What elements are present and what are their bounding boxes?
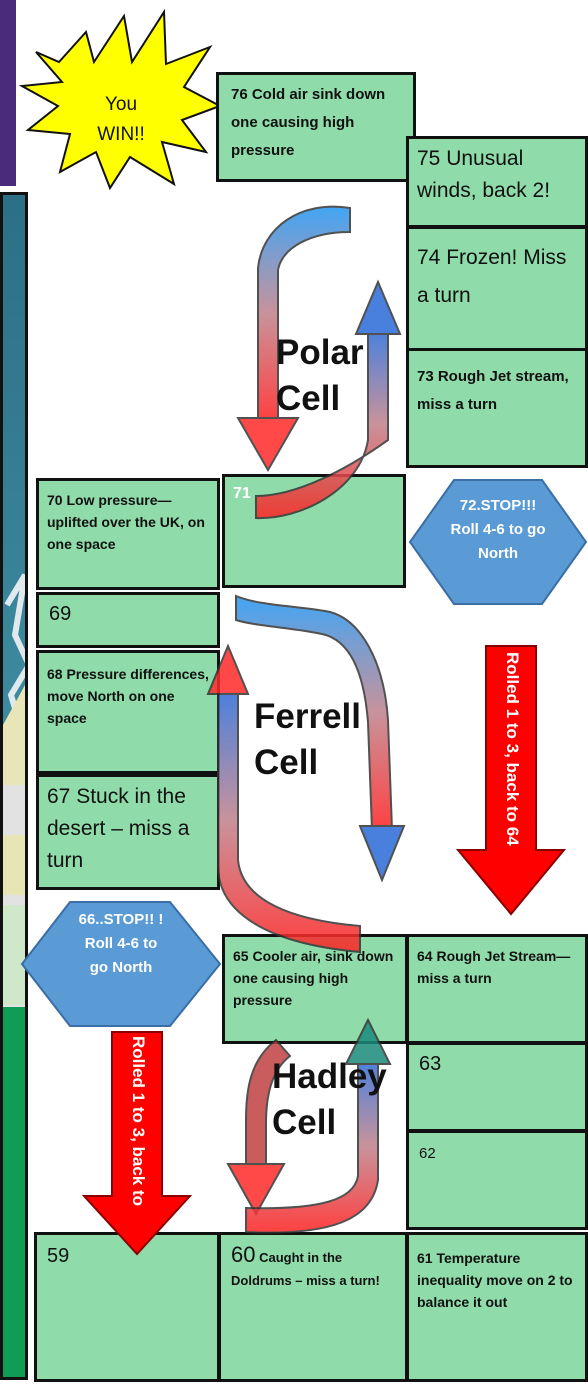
square-65: 65 Cooler air, sink down one causing hig… [222, 934, 408, 1044]
square-62: 62 [406, 1130, 588, 1230]
right-back-arrow: Rolled 1 to 3, back to 64 [456, 644, 566, 916]
square-72-label: 72.STOP!!! Roll 4-6 to go North [450, 497, 546, 562]
square-66-label: 66..STOP!! ! Roll 4-6 to go North [78, 911, 164, 976]
ferrell-up-arrow [206, 643, 361, 954]
square-63: 63 [406, 1042, 588, 1132]
square-60-text: Caught in the Doldrums – miss a turn! [231, 1250, 380, 1288]
right-back-arrow-text: Rolled 1 to 3, back to 64 [503, 652, 522, 846]
left-picture-panel [0, 192, 28, 1380]
square-64: 64 Rough Jet Stream—miss a turn [406, 934, 588, 1044]
win-line-1: You [104, 94, 138, 115]
square-71: 71 [222, 474, 406, 588]
square-70: 70 Low pressure—uplifted over the UK, on… [36, 478, 220, 590]
square-75: 75 Unusual winds, back 2! [406, 136, 588, 228]
left-back-arrow: Rolled 1 to 3, back to [82, 1030, 192, 1256]
square-72-hexagon: 72.STOP!!! Roll 4-6 to go North [408, 478, 588, 606]
win-star-icon [18, 8, 223, 191]
square-74: 74 Frozen! Miss a turn [406, 226, 588, 352]
square-76: 76 Cold air sink down one causing high p… [216, 72, 416, 182]
square-67: 67 Stuck in the desert – miss a turn [36, 774, 220, 890]
left-back-arrow-text: Rolled 1 to 3, back to [129, 1036, 148, 1207]
square-73: 73 Rough Jet stream, miss a turn [406, 348, 588, 468]
win-line-2: WIN!! [97, 124, 145, 145]
square-60: 60 Caught in the Doldrums – miss a turn! [218, 1232, 408, 1382]
square-59: 59 [34, 1232, 220, 1382]
square-66-hexagon: 66..STOP!! ! Roll 4-6 to go North [20, 900, 222, 1028]
polar-cell-label: Polar Cell [276, 333, 364, 418]
square-60-number: 60 [231, 1242, 256, 1267]
square-68: 68 Pressure differences, move North on o… [36, 650, 220, 774]
ferrell-cell-label: Ferrell Cell [254, 697, 361, 782]
left-header-strip [0, 0, 16, 186]
square-69: 69 [36, 592, 220, 648]
square-61: 61 Temperature inequality move on 2 to b… [406, 1232, 588, 1382]
hadley-cell-label: Hadley Cell [272, 1057, 387, 1142]
win-burst: You WIN!! [14, 2, 224, 192]
